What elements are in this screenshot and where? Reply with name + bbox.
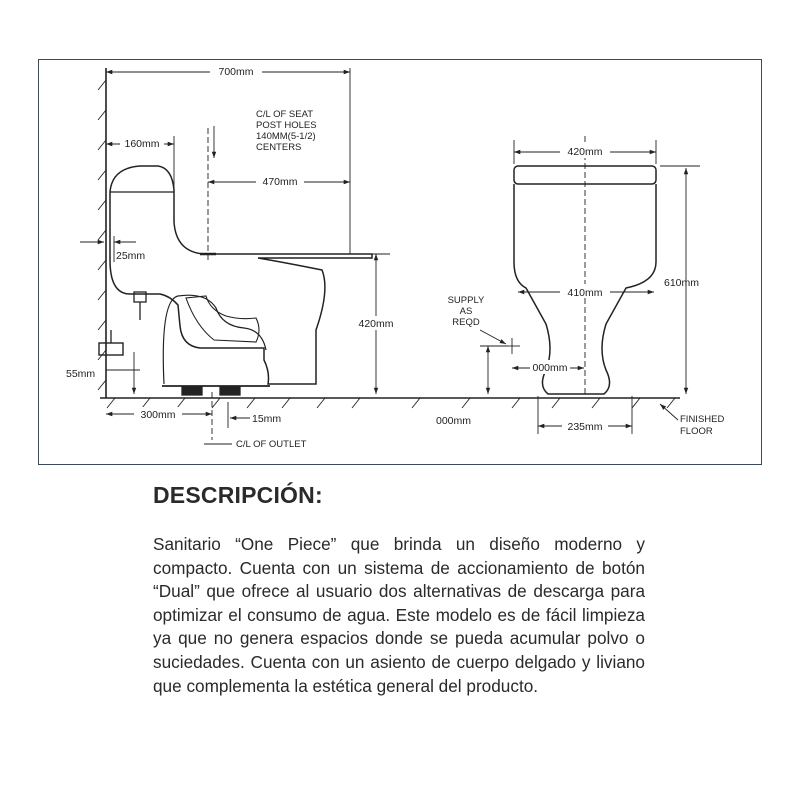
bolt-right (219, 386, 241, 396)
label-post-to-front: 470mm (262, 176, 297, 188)
technical-drawing: 700mm 160mm C/L OF SEAT POST HOLES 140MM… (66, 64, 724, 450)
description-body: Sanitario “One Piece” que brinda un dise… (153, 534, 645, 696)
label-supply-note-line3: REQD (452, 317, 480, 328)
label-seat-height: 420mm (358, 318, 393, 330)
label-supply-height: 55mm (66, 368, 95, 380)
label-outlet-offset: 15mm (252, 413, 281, 425)
floor-note-leader (659, 403, 679, 421)
wall-hatch (97, 79, 107, 391)
bolt-left (181, 386, 203, 396)
front-body (513, 184, 657, 395)
label-seat-post-line2: POST HOLES (256, 120, 317, 131)
label-bowl-width: 410mm (567, 287, 602, 299)
floor-hatch (106, 397, 676, 409)
technical-drawing-frame (38, 59, 762, 465)
label-overall-height: 610mm (664, 277, 699, 289)
angle-valve (98, 342, 124, 356)
bowl-foot (162, 294, 267, 385)
label-floor-note-line1: FINISHED (680, 414, 724, 425)
label-supply-note-line2: AS (460, 306, 473, 317)
label-supply-offset: 000mm (532, 362, 567, 374)
label-floor-note-line2: FLOOR (680, 426, 713, 437)
label-tank-depth: 160mm (124, 138, 159, 150)
trapway (185, 295, 260, 343)
label-base-width: 235mm (567, 421, 602, 433)
label-supply-note-line1: SUPPLY (448, 295, 485, 306)
label-overall-depth: 700mm (218, 66, 253, 78)
label-wall-to-outlet: 300mm (140, 409, 175, 421)
label-seat-post-line4: CENTERS (256, 142, 301, 153)
label-wall-to-supply: 25mm (116, 250, 145, 262)
supply-note-leader (479, 329, 507, 345)
toilet-body (109, 165, 373, 385)
description-heading: DESCRIPCIÓN: (153, 482, 323, 508)
label-outlet-note: C/L OF OUTLET (236, 439, 307, 450)
label-tank-width: 420mm (567, 146, 602, 158)
label-seat-post-line1: C/L OF SEAT (256, 109, 313, 120)
label-supply-floor-height: 000mm (436, 415, 471, 427)
side-view (80, 68, 680, 445)
label-seat-post-line3: 140MM(5-1/2) (256, 131, 316, 142)
